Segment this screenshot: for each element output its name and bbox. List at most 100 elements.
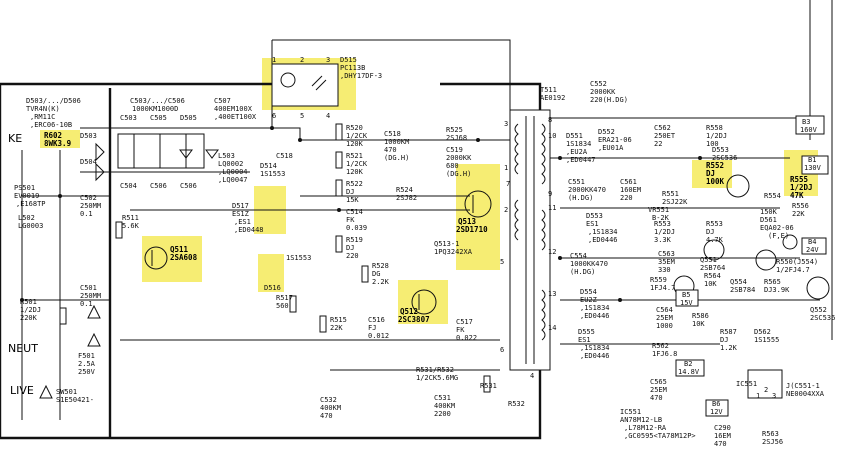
junction-dots	[20, 126, 702, 302]
label-ke: KE	[8, 132, 22, 145]
label-r552c: 100K	[706, 177, 725, 186]
label-b4b: 24V	[806, 246, 819, 254]
label-r558a: R558	[706, 124, 723, 132]
label-c519d: (DG.H)	[446, 170, 471, 178]
label-pin1: 1	[504, 164, 508, 172]
label-c551a: C551	[568, 178, 585, 186]
label-q513c: Q513-1	[434, 240, 459, 248]
label-c506: C506	[150, 182, 167, 190]
label-d505: D505	[180, 114, 197, 122]
warning-triangle-2	[87, 332, 101, 347]
label-q513a: Q513	[458, 217, 477, 226]
label-d515c: ,DHY17DF-3	[340, 72, 382, 80]
label-b1b: 130V	[804, 164, 822, 172]
label-pin9: 9	[548, 190, 552, 198]
label-d551b: 1S1834	[566, 140, 591, 148]
label-c531b: 400KM	[434, 402, 455, 410]
highlight-r552	[692, 160, 732, 188]
label-r556b: 22K	[792, 210, 805, 218]
label-q511b: 2SA608	[170, 253, 198, 262]
label-pin5: 5	[500, 258, 504, 266]
label-q554a: Q554	[730, 278, 747, 286]
label-r551a: R551	[662, 190, 679, 198]
label-r562b: 1FJ6.8	[652, 350, 677, 358]
highlight-r602	[40, 130, 80, 148]
label-r602b: 8WK3.9	[44, 139, 72, 148]
label-d506: C506	[180, 182, 197, 190]
label-d515b: PC113B	[340, 64, 365, 72]
label-d553b: 2SC536	[712, 154, 737, 162]
label-c503-group: C503/.../C506	[130, 97, 185, 105]
label-c531a: C531	[434, 394, 451, 402]
label-c514b: FK	[346, 216, 355, 224]
label-c516b: FJ	[368, 324, 376, 332]
label-f501a: F501	[78, 352, 95, 360]
label-r519b: DJ	[346, 244, 354, 252]
highlight-q512	[398, 280, 448, 324]
label-c561b: 160EM	[620, 186, 641, 194]
label-d515a: D515	[340, 56, 357, 64]
label-c565c: 470	[650, 394, 663, 402]
label-r555b: 1/2DJ	[790, 183, 813, 192]
label-r515b: 22K	[330, 324, 343, 332]
label-pin3: 3	[504, 120, 508, 128]
label-q513b: 2SD1710	[456, 225, 488, 234]
secondary-bus	[550, 117, 820, 345]
label-r521c: 120K	[346, 168, 364, 176]
label-c564c: 1000	[656, 322, 673, 330]
output-b1	[801, 155, 829, 175]
label-c517b: FK	[456, 326, 465, 334]
label-r521b: 1/2CK	[346, 160, 368, 168]
label-c552c: 220(H.DG)	[590, 96, 628, 104]
label-r531-value: 1/2CK5.6MG	[416, 374, 458, 382]
label-r525a: R525	[446, 126, 463, 134]
label-c562c: 22	[654, 140, 662, 148]
label-tvr: TVR4N(K)	[26, 105, 60, 113]
label-b2b: 14.8V	[678, 368, 700, 376]
label-c562b: 250ET	[654, 132, 676, 140]
label-r550a: R550(J554)	[776, 258, 818, 266]
output-b4	[801, 237, 827, 255]
label-c516a: C516	[368, 316, 385, 324]
label-c518-top: C518	[276, 152, 293, 160]
label-r586a: R586	[692, 312, 709, 320]
label-r559b: 1FJ4.7	[650, 284, 675, 292]
label-r520a: R520	[346, 124, 363, 132]
label-c502a: C502	[80, 194, 97, 202]
label-r522a: R522	[346, 180, 363, 188]
label-c290c: 470	[714, 440, 727, 448]
label-c563b: 35EM	[658, 258, 675, 266]
label-l503b: LQ0002	[218, 160, 243, 168]
label-f501b: 2.5A	[78, 360, 96, 368]
label-ps501c: ,E168TP	[16, 200, 46, 208]
label-r528b: DG	[372, 270, 380, 278]
label-q513d: 1PQ3242XA	[434, 248, 473, 256]
label-l502b: LG0003	[18, 222, 43, 230]
label-l503d: ,LQ0047	[218, 176, 248, 184]
label-c507c: ,400ET100X	[214, 113, 257, 121]
label-r587b: DJ	[720, 336, 728, 344]
label-pin6: 6	[500, 346, 504, 354]
label-q511a: Q511	[170, 245, 189, 254]
label-pin10: 10	[548, 132, 556, 140]
label-r522c: 15K	[346, 196, 359, 204]
resistor-stack-r520	[59, 123, 491, 393]
label-d553x: D553	[586, 212, 603, 220]
label-neut: NEUT	[8, 342, 38, 355]
label-ic551: IC551	[736, 380, 757, 388]
label-b1a: B1	[808, 156, 816, 164]
label-c514a: C514	[346, 208, 363, 216]
label-r558b: 1/2DJ	[706, 132, 727, 140]
label-r553xc: 4.7K	[706, 236, 724, 244]
label-pin14: 14	[548, 324, 556, 332]
label-r531: R531	[480, 382, 497, 390]
label-r554b: 150K	[760, 208, 778, 216]
label-r521a: R521	[346, 152, 363, 160]
label-d515-pin4: 4	[326, 112, 330, 120]
label-c551b: 2000KK470	[568, 186, 606, 194]
output-b6	[705, 399, 729, 417]
label-c561a: C561	[620, 178, 637, 186]
label-d553a: D553	[712, 146, 729, 154]
label-t511b: AE0192	[540, 94, 565, 102]
label-j551b: NE0004XXA	[786, 390, 825, 398]
